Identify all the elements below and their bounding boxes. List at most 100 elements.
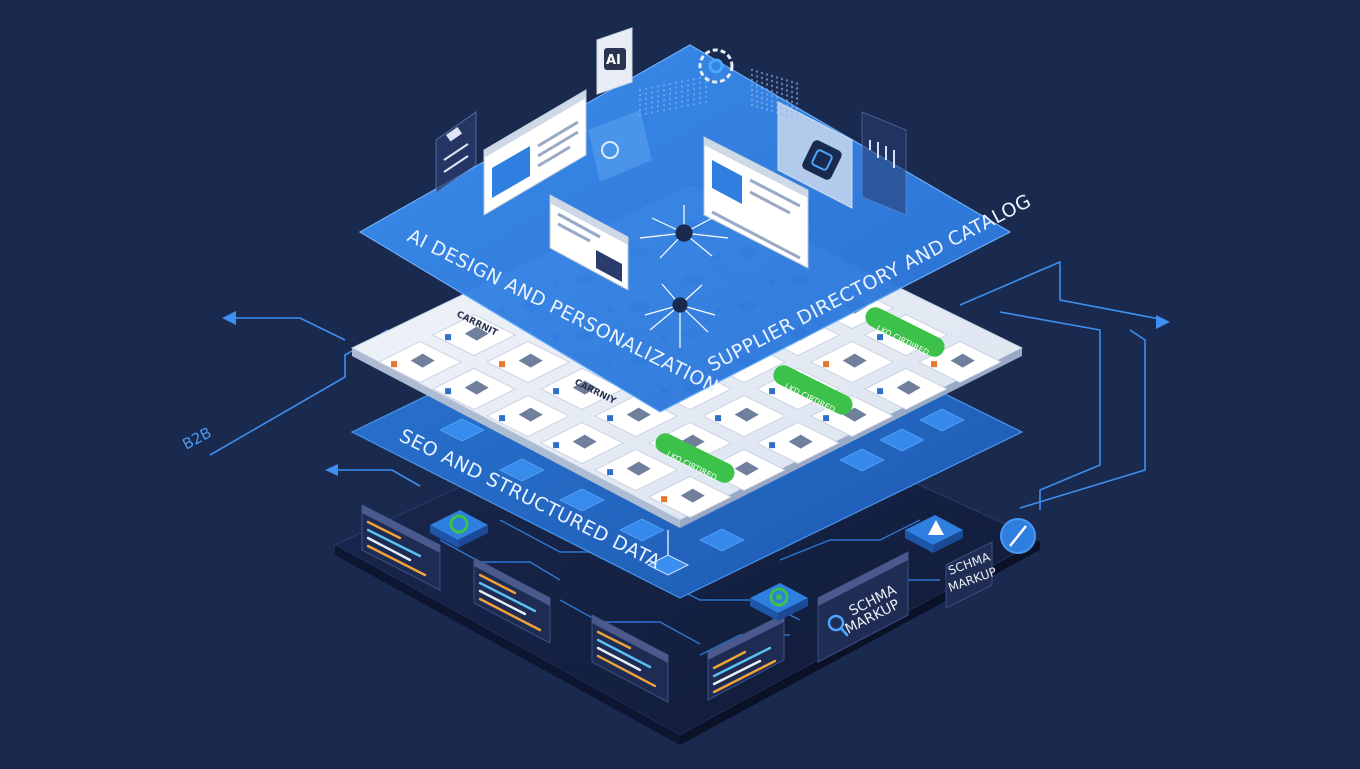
b2b-label: B2B (179, 423, 214, 453)
grid-dot (775, 81, 779, 84)
gear-icon-base (750, 583, 808, 621)
code-panel-1 (361, 504, 441, 591)
search-icon (827, 614, 849, 637)
grid-dot (644, 102, 648, 105)
product-thumbnail (410, 353, 435, 368)
product-thumbnail (626, 407, 651, 422)
product-thumbnail (572, 380, 597, 395)
grid-dot (638, 108, 642, 112)
grid-dot (680, 90, 684, 93)
grid-dot (795, 112, 799, 115)
grid-dot (775, 106, 779, 109)
grid-dot (785, 104, 789, 107)
grid-dot (698, 101, 702, 105)
product-thumbnail (896, 380, 921, 395)
grid-dot (698, 91, 702, 95)
grid-dot (698, 76, 702, 80)
grid-dot (638, 93, 642, 97)
grid-dot (680, 105, 684, 108)
grid-dot (785, 114, 789, 117)
grid-dot (674, 91, 678, 94)
grid-dot (650, 91, 654, 94)
grid-dot (790, 110, 794, 114)
grid-dot (686, 104, 690, 107)
grid-dot (765, 73, 769, 76)
grid-dot (760, 106, 764, 110)
product-tag-square (607, 469, 614, 476)
product-thumbnail (734, 461, 759, 476)
grid-dot (704, 85, 708, 88)
grid-dot (785, 89, 789, 92)
grid-dot (692, 78, 696, 81)
grid-dot (674, 101, 678, 104)
grid-dot (698, 86, 702, 90)
floating-ui-card-right (777, 101, 853, 209)
grid-dot (755, 90, 759, 93)
grid-dot (704, 95, 708, 98)
grid-dot (686, 94, 690, 97)
grid-dot (662, 89, 666, 92)
grid-dot (674, 81, 678, 84)
grid-dot (674, 106, 678, 109)
grid-dot (662, 99, 666, 102)
product-tag-square (553, 388, 560, 395)
grid-dot (765, 78, 769, 81)
grid-dot (704, 90, 708, 93)
grid-dot (770, 84, 774, 88)
grid-dot (780, 87, 784, 91)
dot-grid-cube (588, 110, 652, 182)
grid-dot (680, 95, 684, 98)
grid-dot (750, 103, 754, 107)
product-tag-square (553, 442, 560, 449)
connector-lower-left (330, 469, 421, 487)
grid-dot (686, 89, 690, 92)
dot-grid-top (638, 68, 799, 120)
grid-dot (755, 100, 759, 103)
grid-dot (680, 100, 684, 103)
grid-dot (775, 96, 779, 99)
grid-dot (750, 93, 754, 97)
product-thumbnail (518, 353, 543, 368)
grid-dot (668, 82, 672, 86)
browser-window-1 (483, 89, 587, 216)
grid-dot (680, 85, 684, 88)
grid-dot (755, 95, 759, 98)
arrow-right-head (1156, 315, 1170, 329)
code-panel-4 (707, 613, 785, 701)
grid-dot (780, 77, 784, 81)
grid-dot (795, 92, 799, 95)
grid-dot (650, 106, 654, 109)
grid-dot (692, 93, 696, 96)
grid-dot (686, 99, 690, 102)
grid-dot (704, 100, 708, 103)
grid-dot (750, 83, 754, 87)
product-thumbnail (464, 326, 489, 341)
grid-dot (692, 103, 696, 106)
grid-dot (750, 88, 754, 92)
grid-dot (765, 98, 769, 101)
grid-dot (785, 94, 789, 97)
grid-dot (795, 82, 799, 85)
connector-left-arrow (228, 317, 346, 341)
product-thumbnail (950, 353, 975, 368)
grid-dot (650, 111, 654, 114)
grid-dot (780, 102, 784, 106)
connector-right-mid (999, 311, 1101, 510)
grid-dot (674, 96, 678, 99)
grid-dot (650, 101, 654, 104)
grid-dot (760, 96, 764, 100)
connector-right-top (959, 260, 1166, 321)
product-thumbnail (734, 407, 759, 422)
code-panel-3 (591, 614, 669, 703)
grid-dot (750, 68, 754, 72)
grid-dot (785, 84, 789, 87)
grid-dot (765, 103, 769, 106)
grid-dot (795, 97, 799, 100)
grid-dot (795, 117, 799, 120)
grid-dot (644, 87, 648, 90)
product-thumbnail (518, 407, 543, 422)
product-thumbnail (626, 461, 651, 476)
grid-dot (698, 81, 702, 85)
product-thumbnail (464, 380, 489, 395)
